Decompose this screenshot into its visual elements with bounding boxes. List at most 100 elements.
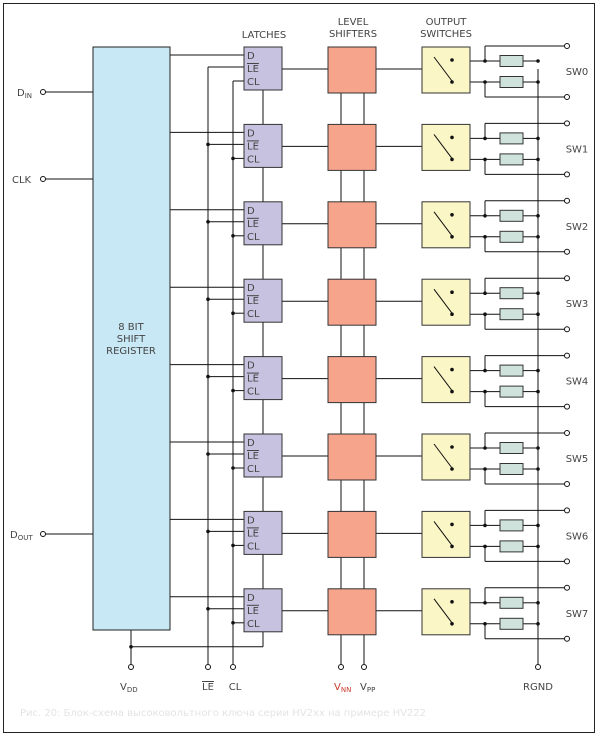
output-terminal[interactable] [564,403,570,410]
vnn-terminal[interactable] [338,664,344,670]
switch-blade-icon [433,521,453,546]
resistor [499,132,524,145]
latch-block [243,433,283,478]
junction-dot [483,446,487,450]
clk-label: CLK [12,175,32,186]
junction-dot [536,446,540,450]
junction-dot [483,544,487,549]
junction-dot [483,80,487,84]
junction-dot [536,389,540,394]
latch-pin-cl: CL [247,232,260,243]
output-terminal[interactable] [564,481,570,487]
switch-blade-icon [433,366,453,391]
junction-dot [483,601,487,605]
din-label: DIN [17,88,32,100]
junction-dot [231,543,235,548]
output-terminal[interactable] [564,94,570,100]
resistor [499,287,524,300]
junction-dot [483,136,487,141]
junction-dot [206,452,210,456]
junction-dot [536,467,540,471]
switch-blade-icon [433,288,453,314]
le-terminal[interactable] [205,664,211,670]
level-shifter-block [327,46,377,94]
vdd-terminal[interactable] [128,664,134,670]
latch-pin-cl: CL [247,541,260,552]
switch-contact-icon [450,445,454,449]
switch-contact-icon [450,467,454,471]
latch-pin-d: D [247,128,255,139]
output-terminal[interactable] [564,275,570,282]
junction-dot [483,157,487,162]
switch-contact-icon [450,622,454,626]
junction-dot [231,234,235,238]
junction-dot [483,467,487,471]
junction-dot [483,291,487,296]
output-terminal[interactable] [564,197,570,204]
junction-dot [536,622,540,626]
output-terminal[interactable] [564,558,570,565]
output-terminal[interactable] [564,120,570,127]
latch-block [243,510,283,555]
shift-register-block [92,46,171,631]
latch-pin-cl: CL [247,154,260,165]
rgnd-terminal[interactable] [535,664,541,670]
latch-pin-d: D [247,438,255,449]
latch-block [243,588,283,633]
channel-label: SW7 [566,609,589,620]
output-terminal[interactable] [564,507,570,514]
switch-contact-icon [450,135,454,140]
cl-label: CL [229,682,242,693]
din-terminal[interactable] [40,89,46,95]
output-terminal[interactable] [564,430,570,436]
latch-pin-le: LE [247,451,259,462]
output-terminal[interactable] [564,248,570,255]
level-shifter-block [327,588,377,636]
cl-terminal[interactable] [230,664,236,670]
output-terminal[interactable] [564,326,570,333]
switch-contact-icon [450,58,454,62]
le-label: LE [202,682,214,693]
channel-label: SW3 [566,299,589,310]
switch-blade-icon [433,211,453,237]
resistor [499,153,524,166]
output-switch-block [421,356,471,404]
junction-dot [536,136,540,141]
resistor [499,442,524,454]
dout-terminal[interactable] [40,531,46,537]
latch-pin-le: LE [247,64,259,75]
switch-contact-icon [450,157,454,162]
vpp-terminal[interactable] [361,664,367,670]
junction-dot [206,607,210,611]
output-terminal[interactable] [564,635,570,642]
latch-pin-le: LE [247,606,259,617]
switch-contact-icon [450,312,454,317]
switch-contact-icon [450,290,454,295]
latch-pin-cl: CL [247,77,260,88]
channel-label: SW1 [566,144,589,155]
channel-label: SW0 [566,67,589,78]
output-terminal[interactable] [564,584,570,591]
output-terminal[interactable] [564,171,570,178]
switch-blade-icon [433,598,453,624]
junction-dot [536,368,540,373]
latch-pin-cl: CL [247,619,260,630]
output-terminal[interactable] [564,43,570,49]
output-switch-block [421,588,471,636]
latch-pin-le: LE [247,219,259,230]
switch-contact-icon [450,522,454,527]
channel-label: SW4 [566,377,589,388]
junction-dot [231,311,235,316]
latch-block [243,278,283,323]
shift-register-label-2: SHIFT [117,334,146,345]
resistor [499,540,524,553]
junction-dot [483,214,487,218]
junction-dot [231,621,235,625]
output-terminal[interactable] [564,352,570,359]
junction-dot [231,388,235,393]
switch-blade-icon [433,134,453,159]
latch-pin-le: LE [247,374,259,385]
clk-terminal[interactable] [40,176,46,182]
level-shifter-block [327,433,377,481]
switch-contact-icon [450,80,454,84]
